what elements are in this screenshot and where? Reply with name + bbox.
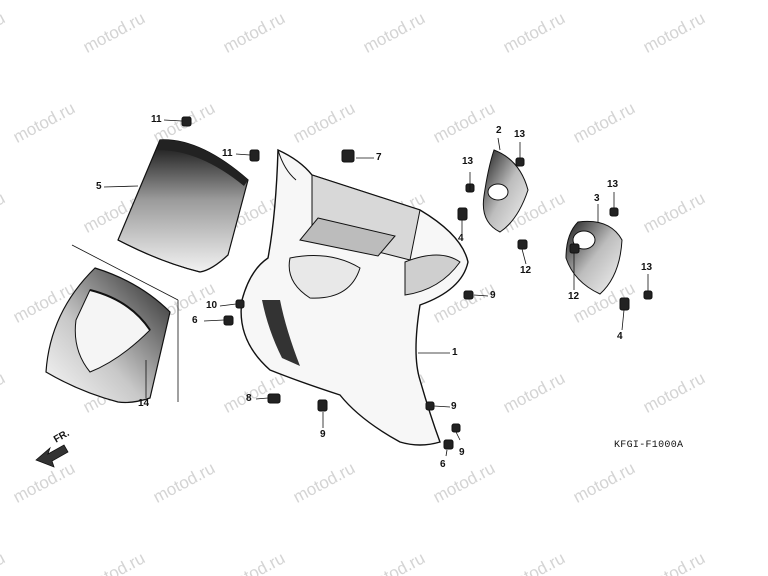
direction-arrow-icon bbox=[35, 444, 69, 468]
callout-10: 10 bbox=[206, 300, 218, 311]
callout-2: 2 bbox=[496, 125, 502, 136]
callout-9: 9 bbox=[490, 290, 496, 301]
part-5-upper-cover bbox=[117, 139, 249, 273]
diagram-code: KFGI-F1000A bbox=[614, 440, 684, 451]
callout-9: 9 bbox=[459, 447, 465, 458]
part-3-bracket bbox=[565, 220, 623, 295]
callout-13: 13 bbox=[641, 262, 653, 273]
callout-13: 13 bbox=[514, 129, 526, 140]
callout-3: 3 bbox=[594, 193, 600, 204]
callout-11: 11 bbox=[151, 114, 162, 125]
callout-9: 9 bbox=[320, 429, 326, 440]
callout-9: 9 bbox=[451, 401, 457, 412]
callout-12: 12 bbox=[568, 291, 580, 302]
callout-4: 4 bbox=[458, 233, 464, 244]
callout-13: 13 bbox=[607, 179, 619, 190]
callout-6: 6 bbox=[192, 315, 198, 326]
part-14-lower-cover bbox=[45, 267, 171, 404]
part-2-bracket bbox=[482, 149, 529, 233]
callout-8: 8 bbox=[246, 393, 252, 404]
callout-14: 14 bbox=[138, 398, 150, 409]
leader-lines bbox=[103, 119, 649, 457]
callout-6: 6 bbox=[440, 459, 446, 470]
callout-4: 4 bbox=[617, 331, 623, 342]
callout-13: 13 bbox=[462, 156, 474, 167]
callout-7: 7 bbox=[376, 152, 382, 163]
callout-11: 11 bbox=[222, 148, 233, 159]
part-1-front-cover bbox=[240, 148, 469, 446]
callout-5: 5 bbox=[96, 181, 102, 192]
callout-12: 12 bbox=[520, 265, 532, 276]
callout-1: 1 bbox=[452, 347, 458, 358]
